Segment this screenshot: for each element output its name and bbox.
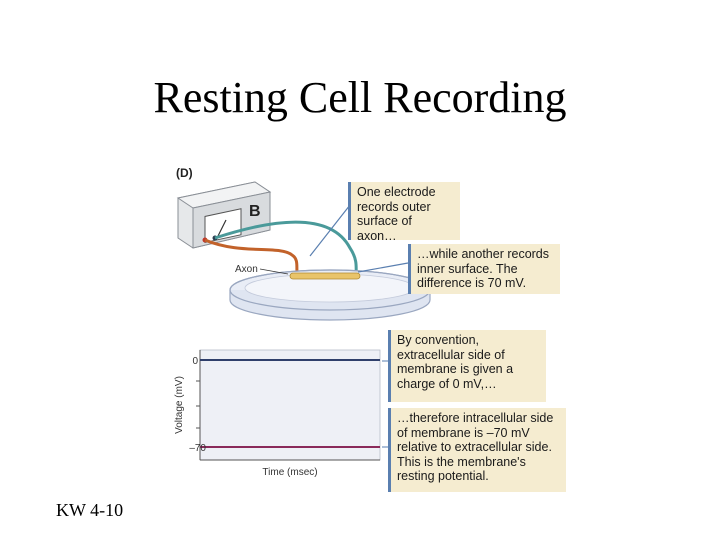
petri-dish	[229, 269, 431, 321]
slide-title: Resting Cell Recording	[153, 73, 567, 122]
callout-resting-potential: …therefore intracellular side of membran…	[388, 408, 566, 492]
slide-footer: KW 4-10	[56, 500, 124, 520]
inner-electrode-wire	[214, 220, 358, 279]
outer-electrode-wire	[204, 238, 300, 279]
callout-convention: By convention, extracellular side of mem…	[388, 330, 546, 402]
x-axis-label: Time (msec)	[262, 467, 317, 478]
callout-outer-electrode: One electrode records outer surface of a…	[348, 182, 460, 243]
axon-shape	[289, 272, 361, 280]
voltmeter-icon	[176, 181, 272, 249]
tick-zero: 0	[192, 356, 198, 367]
y-axis-label: Voltage (mV)	[174, 376, 185, 434]
voltage-graph	[196, 349, 381, 461]
meter-symbol: B	[249, 203, 261, 220]
tick-minus70: –70	[189, 443, 206, 454]
figure-illustration: B Axon 0 –70 Voltage (mV)	[174, 181, 431, 478]
axon-label: Axon	[235, 264, 258, 275]
panel-label: (D)	[176, 166, 193, 180]
recording-figure: (D) B Axon	[160, 160, 570, 495]
callout-inner-electrode: …while another records inner surface. Th…	[408, 244, 560, 294]
